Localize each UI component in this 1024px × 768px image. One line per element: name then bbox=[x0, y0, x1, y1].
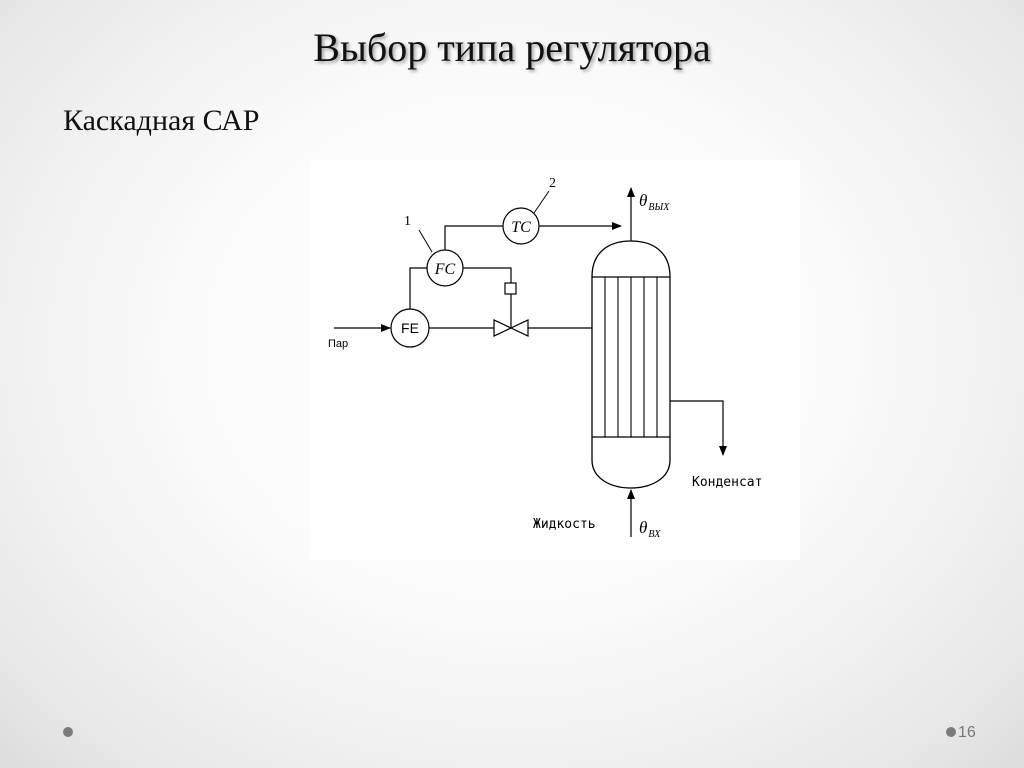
signal-fc-valve bbox=[463, 267, 512, 283]
signal-tc-fc bbox=[444, 225, 503, 250]
callout-1-leader bbox=[418, 229, 433, 253]
callout-1: 1 bbox=[404, 214, 411, 229]
inlet-theta: θВХ bbox=[639, 518, 661, 540]
footer-dot-right bbox=[946, 727, 956, 737]
control-valve bbox=[493, 282, 529, 337]
condensate-line bbox=[670, 400, 727, 456]
slide-subtitle: Каскадная САР bbox=[63, 104, 260, 137]
callout-2: 2 bbox=[549, 176, 556, 191]
tc-label: TC bbox=[511, 219, 531, 236]
fc-label: FC bbox=[434, 261, 456, 278]
steam-label: Пар bbox=[328, 338, 348, 350]
slide-title: Выбор типа регулятора bbox=[313, 25, 711, 70]
page-number: 16 bbox=[958, 724, 976, 741]
cascade-control-diagram: Пар FE FC TC 1 2 θВЫХ К bbox=[310, 160, 800, 560]
footer-dot-left bbox=[63, 727, 73, 737]
outlet-theta: θВЫХ bbox=[639, 191, 670, 213]
condensate-label: Конденсат bbox=[692, 475, 762, 490]
heat-exchanger-column bbox=[591, 240, 671, 489]
signal-fe-fc bbox=[409, 267, 428, 309]
fe-label: FE bbox=[401, 320, 419, 336]
callout-2-leader bbox=[533, 190, 550, 214]
liquid-label: Жидкость bbox=[533, 517, 596, 532]
